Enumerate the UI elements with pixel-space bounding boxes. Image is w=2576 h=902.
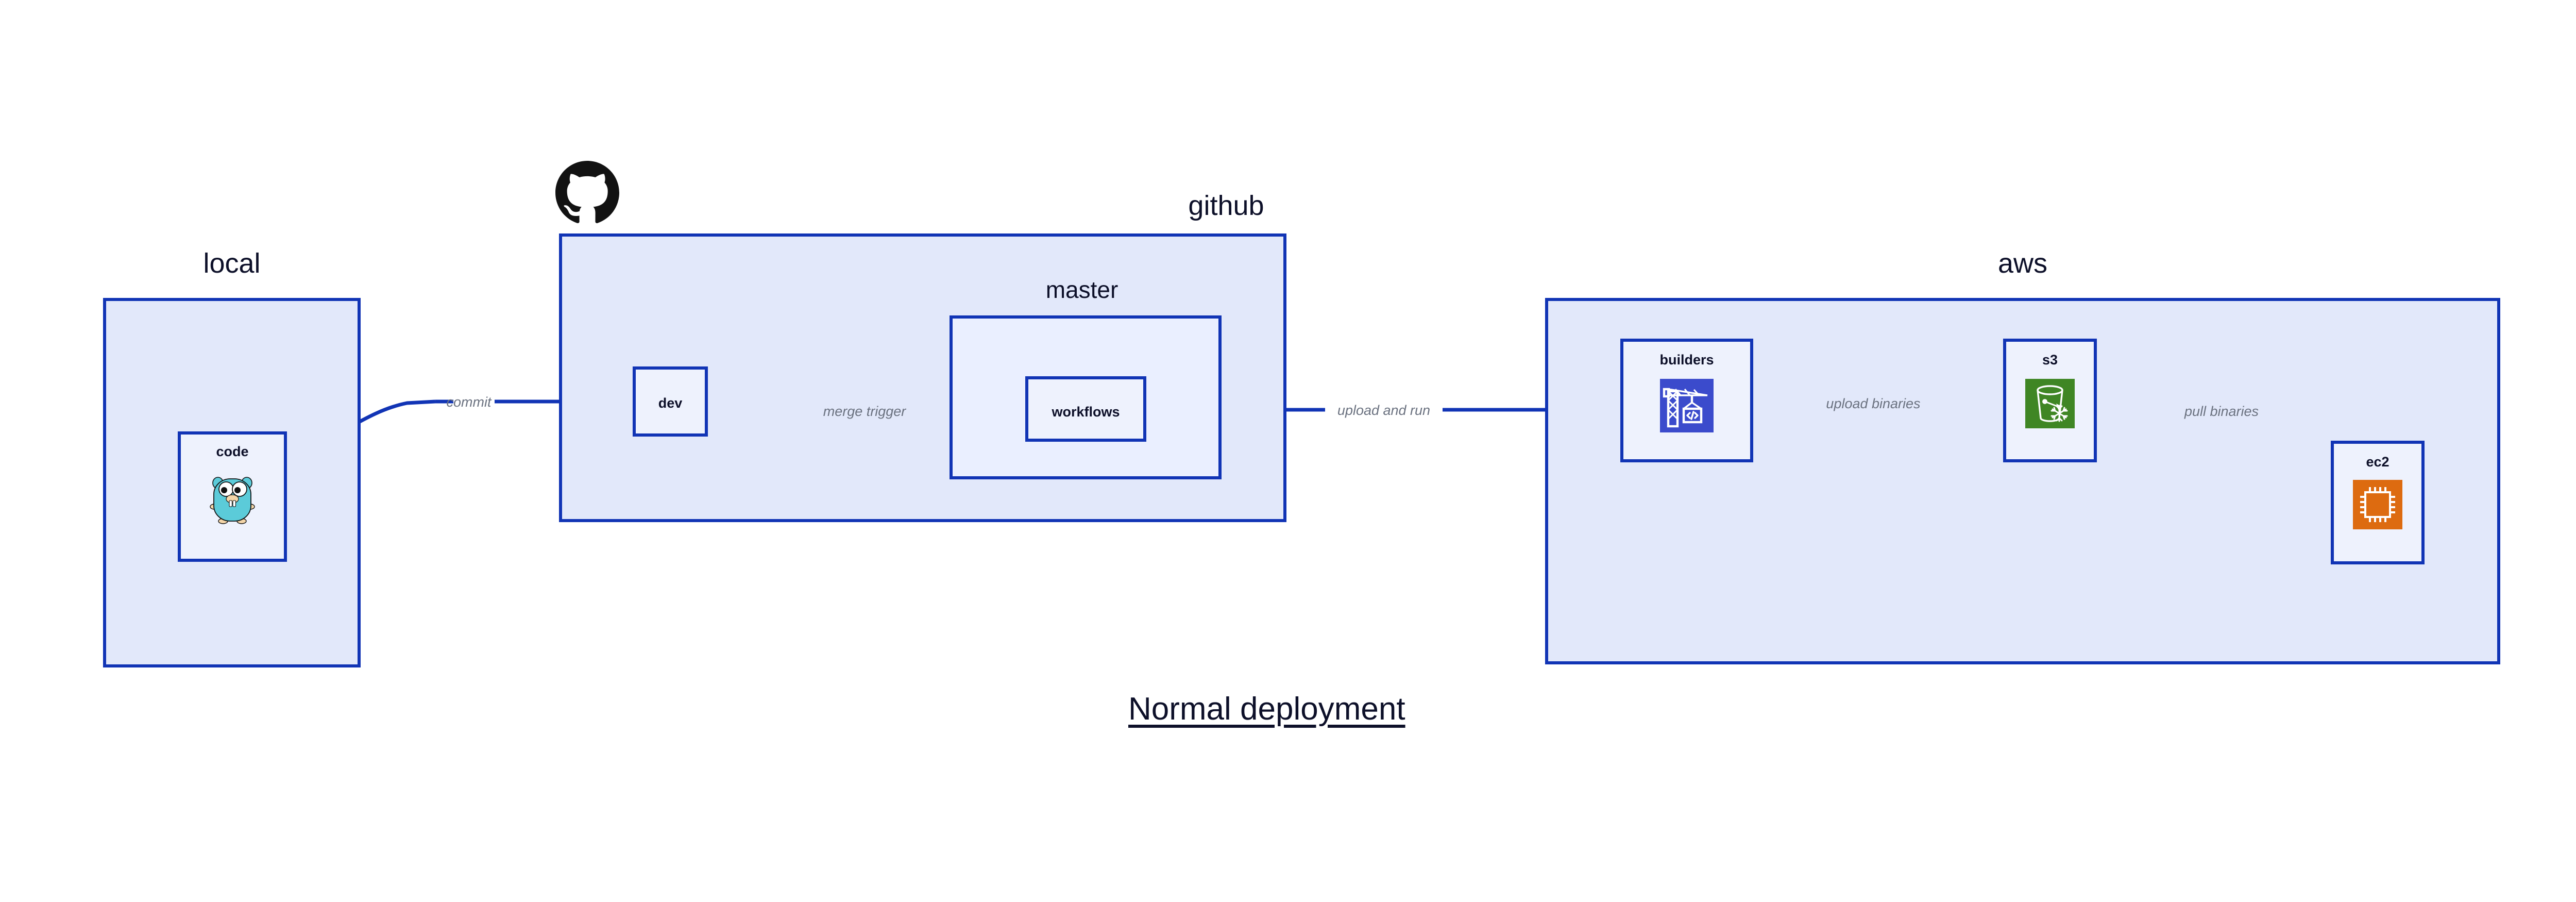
edge-label-pull-binaries: pull binaries	[2184, 404, 2259, 419]
node-s3[interactable]: s3	[2003, 339, 2097, 462]
node-workflows[interactable]: workflows	[1025, 376, 1146, 442]
node-ec2-label: ec2	[2366, 454, 2389, 470]
go-gopher-icon	[208, 470, 257, 526]
group-label-master: master	[1045, 276, 1118, 303]
diagram-title: Normal deployment	[1128, 691, 1405, 727]
node-dev[interactable]: dev	[633, 366, 708, 437]
node-dev-label: dev	[658, 395, 683, 411]
aws-s3-glacier-icon	[2025, 379, 2075, 428]
node-ec2[interactable]: ec2	[2331, 441, 2425, 564]
group-label-aws: aws	[1997, 248, 2048, 279]
node-code-label: code	[216, 444, 249, 459]
node-builders-label: builders	[1659, 352, 1714, 368]
edge-label-upload-binaries: upload binaries	[1826, 396, 1921, 411]
edge-label-upload-and-run: upload and run	[1337, 403, 1431, 418]
group-label-github: github	[1188, 190, 1264, 221]
edge-label-merge-trigger: merge trigger	[823, 404, 906, 419]
node-builders[interactable]: builders	[1620, 339, 1753, 462]
aws-ec2-icon	[2353, 480, 2402, 529]
node-code[interactable]: code	[178, 431, 287, 562]
group-label-local: local	[203, 248, 261, 279]
edge-label-commit: commit	[446, 394, 492, 410]
github-octocat-icon	[555, 161, 619, 225]
node-s3-label: s3	[2042, 352, 2058, 368]
node-workflows-label: workflows	[1052, 404, 1120, 420]
aws-codebuild-icon	[1660, 379, 1714, 432]
